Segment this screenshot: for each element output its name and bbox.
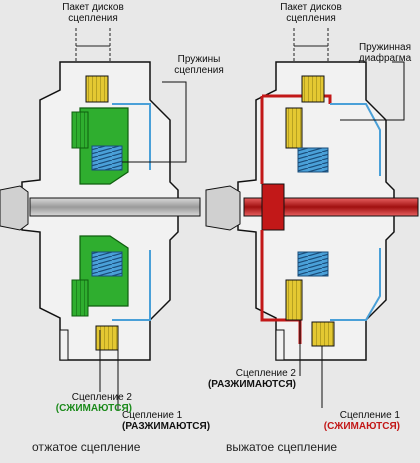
right-upper-diaphragm xyxy=(330,103,381,176)
right-lower-friction-pack xyxy=(311,321,335,347)
left-clutch2-label: Сцепление 2 (СЖИМАЮТСЯ) xyxy=(2,392,132,414)
left-lower-friction-pack xyxy=(95,325,119,351)
right-clutch1-state: (СЖИМАЮТСЯ) xyxy=(323,421,400,432)
right-diaphragm-label: Пружинная диафрагма xyxy=(352,42,418,64)
right-shaft-hub xyxy=(261,183,285,231)
right-lower-inner-discs xyxy=(285,279,303,321)
left-lower-blue-trace xyxy=(112,250,151,321)
left-clutch1-state: (РАЗЖИМАЮТСЯ) xyxy=(122,421,211,432)
right-bottom-tab xyxy=(275,329,285,361)
right-clutch-illustration xyxy=(205,28,419,408)
right-upper-spring xyxy=(297,147,329,173)
left-disk-pack-label-text: Пакет дисков сцепления xyxy=(62,2,124,24)
right-clutch2-name: Сцепление 2 xyxy=(235,368,296,379)
left-springs-label: Пружины сцепления xyxy=(164,54,234,76)
left-clutch-illustration xyxy=(0,28,201,410)
right-clutch2-label: Сцепление 2 (РАЗЖИМАЮТСЯ) xyxy=(190,368,296,390)
right-clutch2-state: (РАЗЖИМАЮТСЯ) xyxy=(207,379,296,390)
left-clutch2-lower-discs xyxy=(71,279,89,317)
right-diaphragm-label-text: Пружинная диафрагма xyxy=(358,42,412,64)
left-upper-friction-pack xyxy=(85,75,109,103)
left-bottom-tab xyxy=(59,329,69,361)
right-input-shaft xyxy=(243,197,419,217)
right-disk-pack-label: Пакет дисков сцепления xyxy=(276,2,346,24)
left-clutch2-state: (СЖИМАЮТСЯ) xyxy=(55,403,132,414)
left-springs-label-text: Пружины сцепления xyxy=(174,54,224,76)
left-clutch2-name: Сцепление 2 xyxy=(71,392,132,403)
left-caption: отжатое сцепление xyxy=(32,440,141,454)
right-clutch1-name: Сцепление 1 xyxy=(339,410,400,421)
left-upper-spring xyxy=(91,145,123,171)
right-caption: выжатое сцепление xyxy=(226,440,338,454)
right-clutch1-label: Сцепление 1 (СЖИМАЮТСЯ) xyxy=(300,410,400,432)
right-engaged-red-top xyxy=(262,94,332,104)
left-clutch1-label: Сцепление 1 (РАЗЖИМАЮТСЯ) xyxy=(122,410,222,432)
left-lower-spring xyxy=(91,251,123,277)
left-disk-pack-label: Пакет дисков сцепления xyxy=(58,2,128,24)
right-diaphragm-leader xyxy=(340,61,405,121)
left-input-shaft xyxy=(29,197,201,217)
left-springs-leader xyxy=(122,81,187,163)
right-disk-pack-label-text: Пакет дисков сцепления xyxy=(280,2,342,24)
right-engine-stub xyxy=(205,185,241,231)
left-clutch1-name: Сцепление 1 xyxy=(122,410,183,421)
left-upper-blue-trace xyxy=(112,103,151,170)
right-upper-inner-discs xyxy=(285,107,303,149)
left-engine-stub xyxy=(0,185,29,231)
right-lower-spring xyxy=(297,251,329,277)
right-lower-diaphragm xyxy=(330,248,381,321)
right-upper-friction-pack xyxy=(301,75,325,103)
left-clutch2-upper-discs xyxy=(71,111,89,149)
